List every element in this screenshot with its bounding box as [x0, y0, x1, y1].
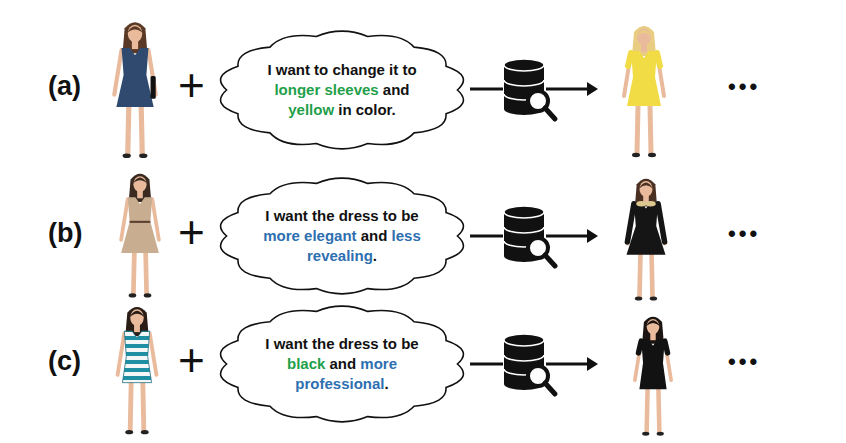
cloud-text: yellow: [288, 101, 334, 118]
cloud-text: I want to change it to: [267, 61, 416, 78]
cloud-text: I want the dress to be: [265, 335, 418, 352]
flow-arrow: [470, 89, 503, 90]
flow-arrow: [546, 357, 598, 371]
dress-photo: [635, 317, 671, 436]
speech-cloud: I want the dress to be black and more pr…: [214, 303, 470, 425]
row-label: (b): [48, 220, 82, 247]
flow-arrow: [470, 236, 503, 237]
cloud-text: and: [330, 355, 357, 372]
speech-cloud: I want the dress to be more elegant and …: [214, 175, 470, 297]
flow-arrow: [470, 364, 503, 365]
dress-photo: [624, 26, 664, 157]
cloud-text: and: [361, 227, 388, 244]
cloud-text: I want the dress to be: [265, 207, 418, 224]
cloud-text: in color.: [338, 101, 396, 118]
row-label: (a): [48, 73, 81, 100]
plus-sign: +: [178, 62, 205, 108]
cloud-text: .: [385, 375, 389, 392]
cloud-text: more elegant: [263, 227, 356, 244]
more-dots: •••: [728, 76, 760, 98]
dress-photo: [114, 22, 155, 158]
more-dots: •••: [728, 223, 760, 245]
plus-sign: +: [178, 337, 205, 383]
cloud-text: longer sleeves: [274, 81, 378, 98]
row-label: (c): [48, 348, 81, 375]
cloud-text: and: [383, 81, 410, 98]
cloud-text: black: [287, 355, 325, 372]
plus-sign: +: [178, 209, 205, 255]
flow-arrow: [546, 82, 598, 96]
dress-photo: [118, 307, 157, 434]
dress-photo: [627, 179, 666, 301]
cloud-text: .: [373, 247, 377, 264]
dress-photo: [121, 174, 159, 298]
flow-arrow: [546, 229, 598, 243]
more-dots: •••: [728, 351, 760, 373]
speech-cloud: I want to change it to longer sleeves an…: [214, 28, 470, 152]
